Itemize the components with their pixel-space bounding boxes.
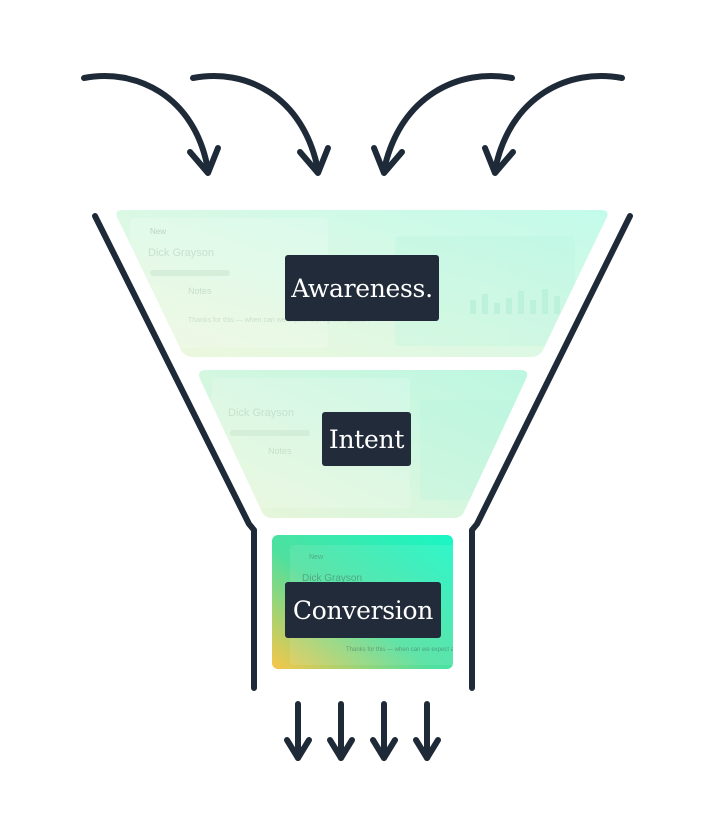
- stage-label-intent: Intent: [322, 412, 411, 466]
- inflow-arrow: [81, 73, 221, 176]
- ghost-intent-notes: Notes: [268, 446, 292, 456]
- inflow-arrow: [190, 73, 331, 176]
- funnel-outline: [92, 213, 633, 691]
- inflow-arrow: [371, 73, 515, 176]
- outflow-arrows: [284, 701, 441, 761]
- stage-label-awareness: Awareness.: [285, 255, 439, 321]
- outflow-arrow: [370, 701, 398, 761]
- inflow-arrows: [81, 73, 625, 176]
- ghost-intent-name: Dick Grayson: [228, 407, 294, 419]
- inflow-arrow: [482, 73, 625, 176]
- ghost-conversion-new: New: [309, 554, 324, 561]
- outflow-arrow: [413, 701, 441, 761]
- ghost-message-text: Thanks for this — when can we expect a p…: [188, 317, 371, 324]
- funnel-right-wall: [469, 213, 633, 691]
- ghost-conversion-message: Thanks for this — when can we expect a p…: [346, 647, 503, 653]
- ghost-notes-label: Notes: [188, 286, 212, 296]
- outflow-arrow: [327, 701, 355, 761]
- ghost-conversion-name: Dick Grayson: [302, 573, 362, 584]
- ghost-name-label: Dick Grayson: [148, 247, 214, 259]
- stage-label-conversion: Conversion: [285, 582, 441, 638]
- outflow-arrow: [284, 701, 312, 761]
- awareness-ui-ghost: New Dick Grayson Notes Thanks for this —…: [130, 218, 575, 348]
- ghost-new-label: New: [150, 227, 166, 236]
- funnel-left-wall: [92, 213, 257, 691]
